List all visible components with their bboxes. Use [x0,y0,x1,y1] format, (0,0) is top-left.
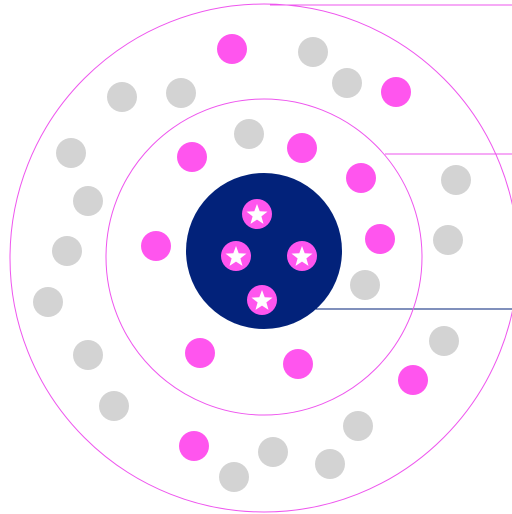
muted-dot [350,270,380,300]
muted-dot [99,391,129,421]
muted-dot [298,37,328,67]
muted-dot [219,462,249,492]
highlight-dot [365,224,395,254]
muted-dot [429,326,459,356]
muted-dot [433,225,463,255]
muted-dot [441,165,471,195]
highlight-dot [141,231,171,261]
muted-dot [258,437,288,467]
highlight-dot [179,431,209,461]
muted-dot [73,186,103,216]
muted-dot [315,449,345,479]
highlight-dot [287,133,317,163]
muted-dot [343,411,373,441]
muted-dot [73,340,103,370]
muted-dot [56,138,86,168]
highlight-dot [177,142,207,172]
muted-dot [234,119,264,149]
muted-dot [52,236,82,266]
muted-dot [332,68,362,98]
highlight-dot [346,163,376,193]
muted-dot [33,287,63,317]
highlight-dot [217,34,247,64]
muted-dot [166,78,196,108]
highlight-dot [283,349,313,379]
highlight-dot [185,338,215,368]
highlight-dot [381,77,411,107]
highlight-dot [398,365,428,395]
muted-dot [107,82,137,112]
